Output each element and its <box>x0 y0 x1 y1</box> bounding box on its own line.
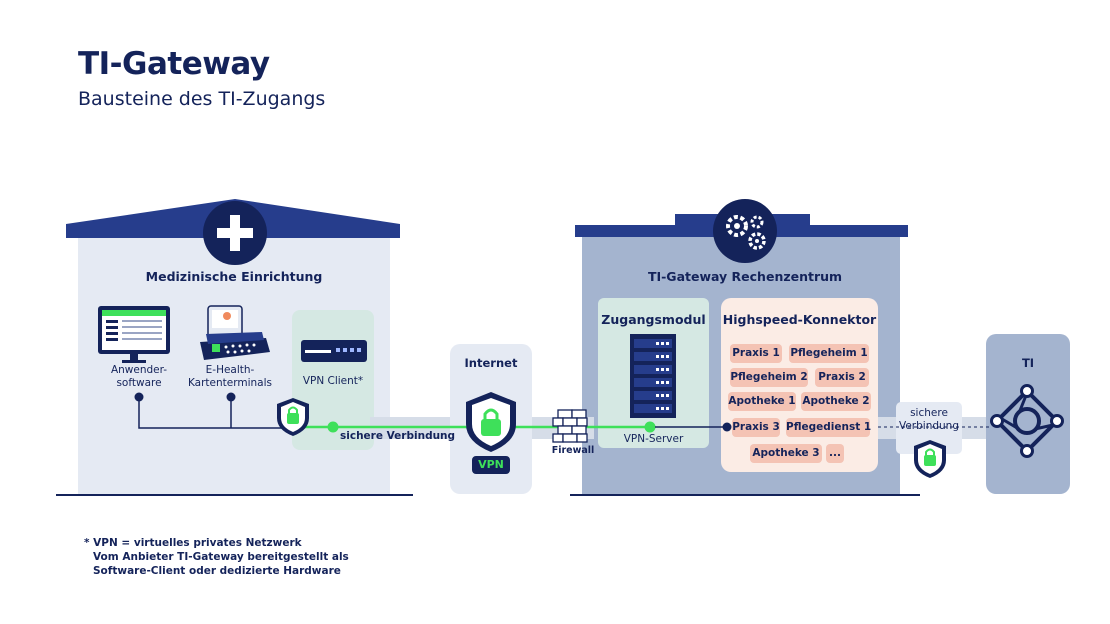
vpn-client-label: VPN Client* <box>302 375 364 387</box>
tenant-pill: Pflegedienst 1 <box>786 418 871 437</box>
tenant-pill: Praxis 3 <box>732 418 780 437</box>
konnektor-node <box>722 422 732 432</box>
firewall-label: Firewall <box>551 445 595 456</box>
vpn-device-icon <box>301 340 367 362</box>
ti-title: TI <box>1021 356 1035 370</box>
gears-icon <box>713 199 777 263</box>
tenant-pill: Pflegeheim 2 <box>730 368 808 387</box>
secure-node <box>327 421 339 433</box>
card-terminal-icon <box>200 305 270 360</box>
konnektor-title: Highspeed-Konnektor <box>722 312 877 327</box>
tenant-pill: Apotheke 2 <box>801 392 871 411</box>
page-title: TI-Gateway <box>78 46 270 82</box>
footnote: * VPN = virtuelles privates Netzwerk Vom… <box>84 536 349 578</box>
tenant-pill: Praxis 1 <box>730 344 782 363</box>
footnote-line-1: * VPN = virtuelles privates Netzwerk <box>84 537 302 549</box>
wire-node <box>134 392 144 402</box>
tenant-pill: Pflegeheim 1 <box>789 344 869 363</box>
firewall-icon <box>552 409 588 443</box>
server-rack-icon <box>630 334 676 418</box>
tenant-pill: ... <box>826 444 844 463</box>
medical-title: Medizinische Einrichtung <box>145 269 323 284</box>
vpn-badge-bg <box>472 456 510 474</box>
shield-lock-icon <box>277 398 309 436</box>
zugangsmodul-title: Zugangsmodul <box>601 312 706 327</box>
shield-lock-right-icon <box>914 440 946 478</box>
footnote-line-3: Software-Client oder dedizierte Hardware <box>93 565 341 577</box>
secure-right-bg <box>896 402 962 454</box>
internet-title: Internet <box>464 356 518 370</box>
secure-connection-label: sichere Verbindung <box>340 430 456 442</box>
vpn-server-label: VPN-Server <box>623 433 684 445</box>
tenant-pill: Praxis 2 <box>815 368 869 387</box>
page-subtitle: Bausteine des TI-Zugangs <box>78 88 326 110</box>
wire-node <box>226 392 236 402</box>
device-wiring <box>138 398 292 429</box>
footnote-line-2: Vom Anbieter TI-Gateway bereitgestellt a… <box>93 551 349 563</box>
ti-box <box>986 334 1070 494</box>
medical-cross-icon <box>203 201 267 265</box>
vpn-badge: VPN <box>478 458 504 471</box>
secure-right-label: sichere Verbindung <box>898 407 960 433</box>
terminal-label: E-Health- Kartenterminals <box>187 364 272 390</box>
ti-network-icon <box>990 384 1064 458</box>
tenant-pill: Apotheke 3 <box>750 444 822 463</box>
server-node <box>644 421 656 433</box>
tenant-pill: Apotheke 1 <box>728 392 796 411</box>
datacenter-title: TI-Gateway Rechenzentrum <box>647 269 843 284</box>
monitor-icon <box>98 306 170 363</box>
anwender-label: Anwender- software <box>110 364 168 390</box>
shield-lock-large-icon <box>466 392 516 452</box>
